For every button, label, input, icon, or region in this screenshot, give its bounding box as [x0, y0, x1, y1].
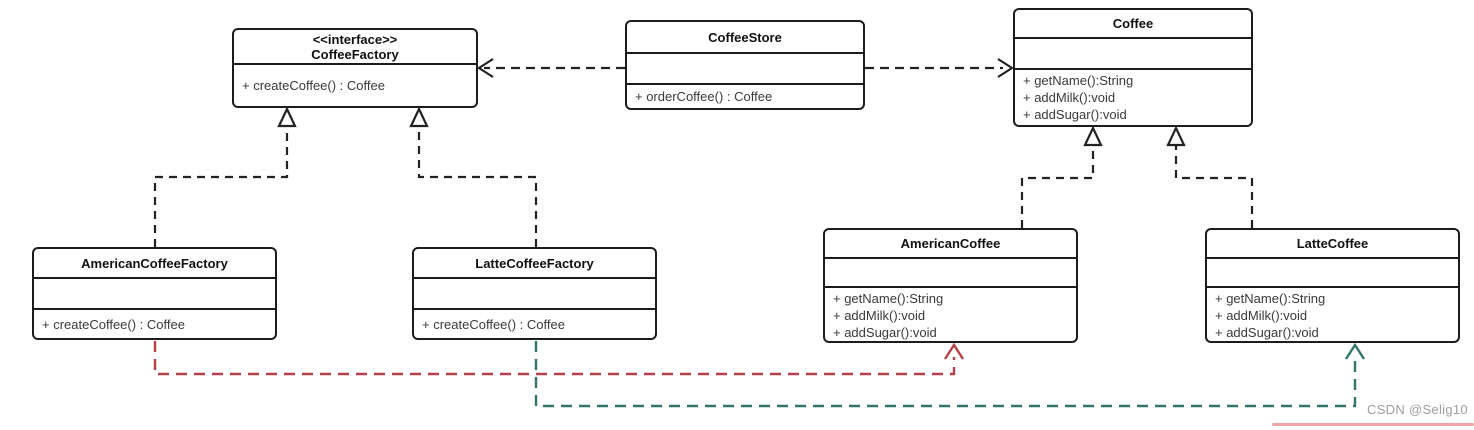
method-item: + addMilk():void — [1215, 308, 1308, 323]
attributes-compartment — [627, 52, 863, 83]
method-item: + addMilk():void — [1023, 90, 1116, 105]
method-item: + getName():String — [1215, 291, 1326, 306]
class-name: Coffee — [1112, 16, 1154, 31]
class-name: CoffeeFactory — [311, 46, 399, 62]
method-item: + getName():String — [833, 291, 944, 306]
bottom-red-bar — [1272, 423, 1474, 426]
realization-lattecoffee-to-coffee — [1166, 125, 1254, 228]
class-name: AmericanCoffeeFactory — [81, 255, 228, 271]
methods-compartment: + getName():String + addMilk():void + ad… — [825, 286, 1076, 343]
dependency-coffeestore-to-coffeefactory — [476, 58, 625, 78]
dependency-americancoffeefactory-to-americancoffee — [153, 341, 965, 376]
class-lattecoffeefactory: LatteCoffeeFactory + createCoffee() : Co… — [412, 247, 657, 340]
method-item: + createCoffee() : Coffee — [242, 78, 385, 93]
methods-compartment: + createCoffee() : Coffee — [34, 308, 275, 338]
dependency-lattecoffeefactory-to-lattecoffee — [534, 341, 1366, 408]
class-name: LatteCoffee — [1296, 236, 1369, 251]
attributes-compartment — [414, 277, 655, 308]
attributes-compartment — [1015, 37, 1251, 68]
class-lattecoffee-title: LatteCoffee — [1207, 230, 1458, 257]
methods-compartment: + getName():String + addMilk():void + ad… — [1015, 68, 1251, 125]
methods-compartment: + createCoffee() : Coffee — [234, 63, 476, 106]
class-lattecoffee: LatteCoffee + getName():String + addMilk… — [1205, 228, 1460, 343]
realization-americancoffeefactory-to-coffeefactory — [153, 106, 297, 247]
attributes-compartment — [34, 277, 275, 308]
method-item: + orderCoffee() : Coffee — [635, 89, 773, 104]
method-item: + addMilk():void — [833, 308, 926, 323]
class-coffee-title: Coffee — [1015, 10, 1251, 37]
class-name: CoffeeStore — [708, 29, 782, 45]
class-coffeefactory: <<interface>> CoffeeFactory + createCoff… — [232, 28, 478, 108]
realization-lattecoffeefactory-to-coffeefactory — [409, 106, 538, 247]
class-americancoffee-title: AmericanCoffee — [825, 230, 1076, 257]
class-name: AmericanCoffee — [900, 236, 1001, 251]
class-name: LatteCoffeeFactory — [475, 255, 594, 271]
class-coffee: Coffee + getName():String + addMilk():vo… — [1013, 8, 1253, 127]
methods-compartment: + orderCoffee() : Coffee — [627, 83, 863, 108]
method-item: + createCoffee() : Coffee — [42, 316, 185, 332]
methods-compartment: + createCoffee() : Coffee — [414, 308, 655, 338]
method-item: + addSugar():void — [833, 325, 937, 340]
class-lattecoffeefactory-title: LatteCoffeeFactory — [414, 249, 655, 277]
watermark-text: CSDN @Selig10 — [1367, 402, 1468, 417]
stereotype-label: <<interface>> — [312, 31, 398, 47]
class-americancoffeefactory-title: AmericanCoffeeFactory — [34, 249, 275, 277]
methods-compartment: + getName():String + addMilk():void + ad… — [1207, 286, 1458, 343]
class-coffeestore-title: CoffeeStore — [627, 22, 863, 52]
class-coffeestore: CoffeeStore + orderCoffee() : Coffee — [625, 20, 865, 110]
class-americancoffeefactory: AmericanCoffeeFactory + createCoffee() :… — [32, 247, 277, 340]
attributes-compartment — [825, 257, 1076, 286]
attributes-compartment — [1207, 257, 1458, 286]
method-item: + addSugar():void — [1023, 107, 1127, 122]
class-americancoffee: AmericanCoffee + getName():String + addM… — [823, 228, 1078, 343]
method-item: + getName():String — [1023, 73, 1134, 88]
dependency-coffeestore-to-coffee — [865, 58, 1015, 78]
realization-americancoffee-to-coffee — [1020, 125, 1103, 228]
method-item: + createCoffee() : Coffee — [422, 316, 565, 332]
method-item: + addSugar():void — [1215, 325, 1319, 340]
class-coffeefactory-title: <<interface>> CoffeeFactory — [234, 30, 476, 63]
